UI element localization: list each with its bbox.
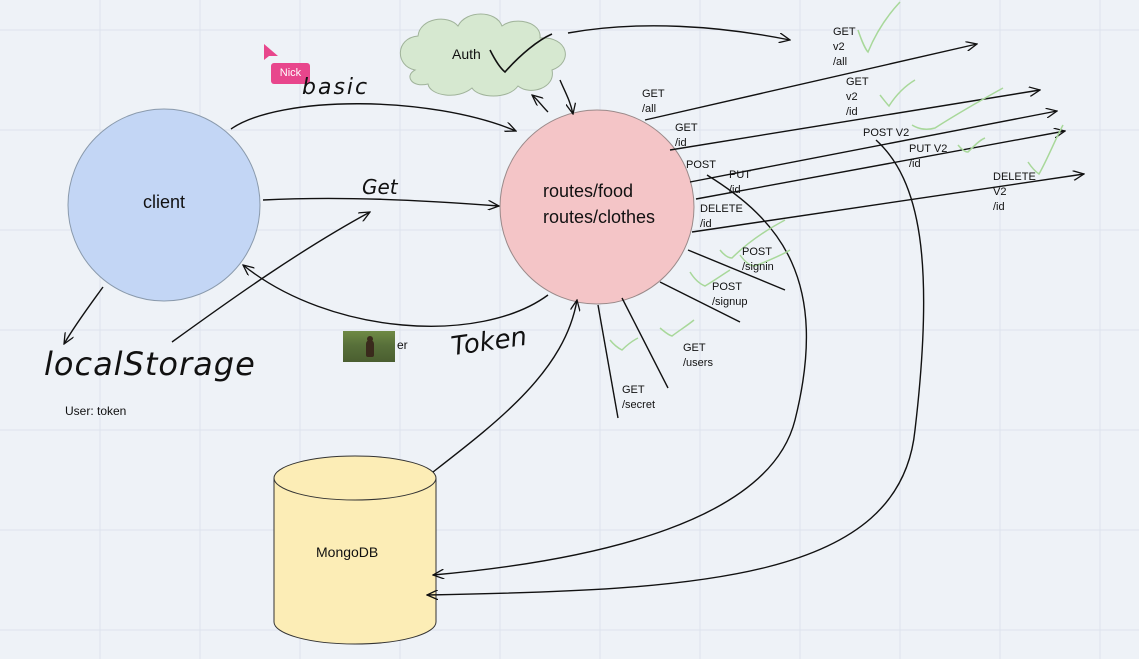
checkmark-delete (719, 219, 786, 259)
route-label-get-all: GET/all (642, 88, 665, 115)
get-handwritten: Get (362, 175, 398, 199)
checkmark-delete-v2 (1027, 124, 1064, 176)
bear-image (343, 331, 395, 362)
client-node[interactable] (67, 108, 261, 302)
mongodb-label: MongoDB (316, 544, 379, 560)
localstorage-handwritten: localStorage (44, 345, 256, 383)
route-label-put: PUT/id (729, 169, 751, 196)
token-arrow (243, 265, 549, 327)
route-label-get-id: GET/id (675, 122, 698, 149)
long-return-curve-2 (427, 139, 925, 595)
user-token-note: User: token (65, 404, 127, 418)
routes-label-clothes: routes/clothes (543, 207, 656, 227)
long-return-curve-1 (433, 174, 808, 575)
client-label: client (143, 192, 186, 212)
route-label-v2-post: POST V2 (863, 127, 910, 139)
route-label-post: POST (686, 159, 716, 171)
route-label-secret: GET/secret (622, 384, 656, 411)
localstorage-arrow (64, 286, 104, 344)
auth-cloud[interactable] (399, 13, 566, 97)
collaborator-name-tag: Nick (271, 63, 310, 84)
checkmark-users (659, 319, 695, 337)
checkmark-signup (689, 269, 731, 287)
route-line-post (689, 111, 1057, 183)
route-label-signin: POST/signin (742, 246, 774, 273)
auth-arrow-up (532, 95, 549, 113)
checkmark-post-v2 (911, 87, 1004, 130)
route-label-v2-put: PUT V2/id (909, 143, 948, 170)
auth-arrow-right (567, 25, 790, 40)
collaborator-cursor-icon (264, 44, 278, 60)
route-line-get-id (669, 90, 1040, 151)
return-arrow (171, 212, 370, 343)
route-line-put (695, 131, 1065, 200)
route-line-signin (687, 249, 786, 291)
mongodb-arrow-up (432, 300, 577, 473)
basic-arrow (230, 103, 516, 131)
auth-checkmark (489, 33, 553, 74)
auth-arrow-down (559, 79, 573, 114)
checkmark-put-v2 (957, 137, 986, 153)
route-label-delete: DELETE/id (700, 203, 743, 230)
checkmark-v2-all (857, 1, 901, 54)
route-line-get-all (644, 44, 977, 121)
checkmark-secret (609, 337, 639, 351)
route-line-delete (691, 174, 1084, 233)
route-line-signup (659, 281, 741, 323)
auth-label: Auth (452, 46, 481, 62)
basic-handwritten: basic (302, 75, 370, 100)
routes-label-food: routes/food (543, 181, 634, 201)
checkmark-signin (739, 249, 791, 267)
route-line-secret (597, 304, 619, 419)
get-arrow (262, 197, 499, 206)
route-label-signup: POST/signup (712, 281, 748, 308)
bear-caption-er: er (397, 338, 408, 352)
mongodb-cylinder[interactable] (273, 455, 437, 645)
route-label-users: GET/users (683, 342, 713, 369)
route-line-users (621, 297, 669, 389)
checkmark-v2-id (879, 79, 916, 108)
